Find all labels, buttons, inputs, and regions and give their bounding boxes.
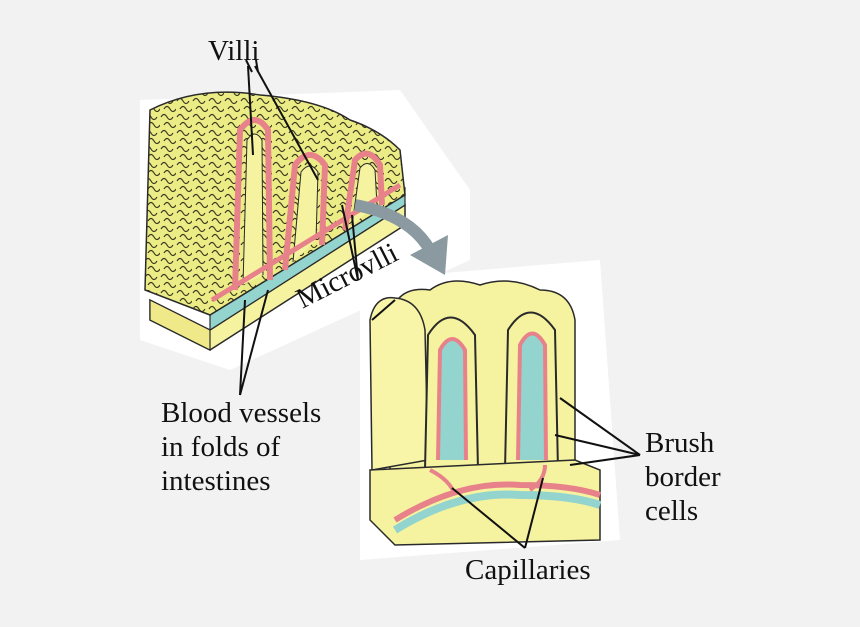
brush-border-label-line: border bbox=[645, 461, 721, 493]
magnify-arrow bbox=[353, 199, 436, 254]
brush-border-label-line: Brush bbox=[645, 427, 715, 459]
villi-closeup-block bbox=[369, 280, 602, 546]
label-pointers bbox=[239, 59, 641, 549]
villi-label: Villi bbox=[208, 35, 260, 67]
blood-vessels-label: Blood vessels in folds of intestines bbox=[161, 396, 321, 498]
blood-vessels-label-line: intestines bbox=[161, 465, 271, 497]
magnify-arrowhead bbox=[410, 235, 448, 275]
blood-vessels-label-line: Blood vessels bbox=[161, 397, 322, 429]
capillaries-label: Capillaries bbox=[465, 554, 591, 586]
brush-border-cells-label: Brush border cells bbox=[645, 426, 721, 528]
blood-vessels-label-line: in folds of bbox=[161, 431, 281, 463]
brush-border-label-line: cells bbox=[645, 495, 699, 527]
